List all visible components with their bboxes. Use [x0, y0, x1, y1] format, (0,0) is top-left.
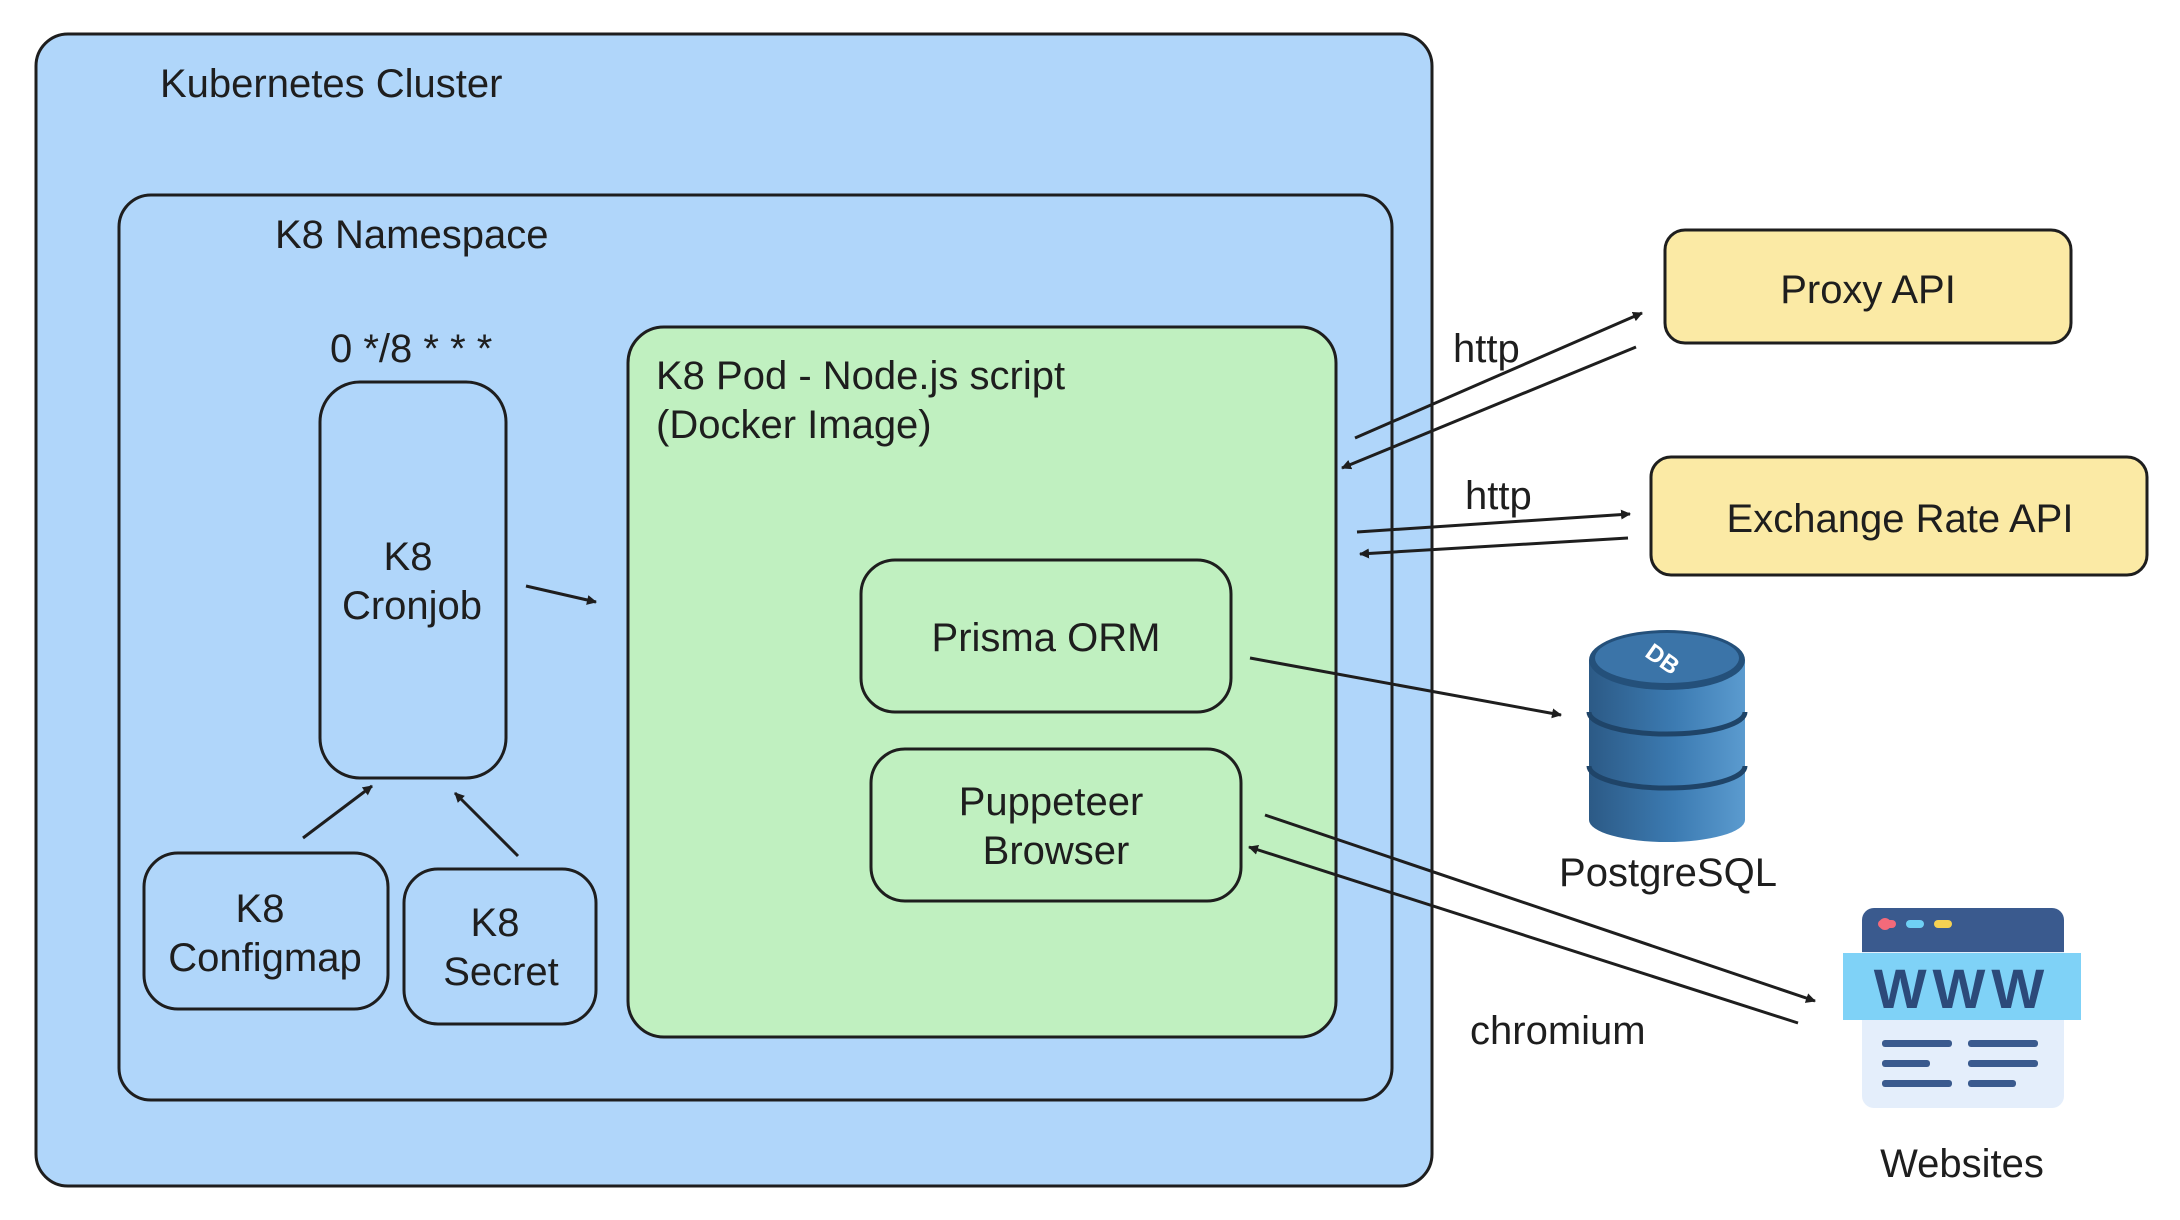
puppeteer-line1: Puppeteer — [959, 780, 1144, 824]
cronjob-line2: Cronjob — [342, 584, 482, 628]
exchange-rate-api: Exchange Rate API — [1649, 455, 2149, 577]
pod-line1: K8 Pod - Node.js script — [656, 354, 1065, 398]
prisma-orm: Prisma ORM — [859, 558, 1233, 714]
websites-label: Websites — [1880, 1142, 2044, 1186]
k8-pod: K8 Pod - Node.js script (Docker Image) — [626, 325, 1338, 1039]
cronjob-schedule: 0 */8 * * * — [330, 327, 492, 371]
edge-label-proxy-http: http — [1453, 327, 1520, 371]
proxy-api: Proxy API — [1663, 228, 2073, 345]
browser-window-icon: WWW — [1843, 908, 2081, 1108]
puppeteer-browser: Puppeteer Browser — [869, 747, 1243, 903]
k8-namespace: K8 Namespace — [117, 193, 1394, 1102]
namespace-label: K8 Namespace — [275, 213, 548, 257]
arrow-pod-to-exchange — [1356, 509, 1631, 534]
postgresql: DB PostgreSQL — [1559, 630, 1777, 895]
puppeteer-line2: Browser — [983, 829, 1130, 873]
k8-cronjob: 0 */8 * * * K8 Cronjob — [318, 327, 508, 780]
connectors — [302, 311, 1816, 1025]
cronjob-line1: K8 — [384, 535, 433, 579]
edge-label-chromium: chromium — [1470, 1009, 1646, 1053]
secret-line1: K8 — [471, 901, 520, 945]
postgresql-label: PostgreSQL — [1559, 851, 1777, 895]
secret-line2: Secret — [443, 950, 559, 994]
cluster-label: Kubernetes Cluster — [160, 62, 502, 106]
prisma-label: Prisma ORM — [932, 616, 1161, 660]
arrow-websites-to-puppeteer — [1248, 844, 1799, 1025]
edge-label-exchange-http: http — [1465, 474, 1532, 518]
arrow-puppeteer-to-websites — [1264, 813, 1816, 1003]
arrow-prisma-to-postgres — [1249, 656, 1562, 719]
arrow-proxy-to-pod — [1341, 345, 1637, 470]
arrow-secret-to-cronjob — [453, 791, 520, 858]
arrow-cronjob-to-pod — [525, 584, 597, 605]
websites: WWW Websites — [1843, 908, 2081, 1186]
exchange-rate-api-label: Exchange Rate API — [1727, 497, 2074, 541]
arrow-pod-to-proxy — [1354, 311, 1643, 440]
arrow-exchange-to-pod — [1359, 536, 1629, 559]
database-icon: DB — [1586, 630, 1748, 842]
proxy-api-label: Proxy API — [1780, 268, 1956, 312]
k8-secret: K8 Secret — [402, 867, 598, 1026]
k8-configmap: K8 Configmap — [142, 851, 390, 1011]
configmap-line2: Configmap — [168, 936, 361, 980]
configmap-line1: K8 — [236, 887, 285, 931]
arrow-configmap-to-cronjob — [302, 784, 373, 840]
www-badge: WWW — [1874, 957, 2051, 1020]
pod-line2: (Docker Image) — [656, 403, 932, 447]
